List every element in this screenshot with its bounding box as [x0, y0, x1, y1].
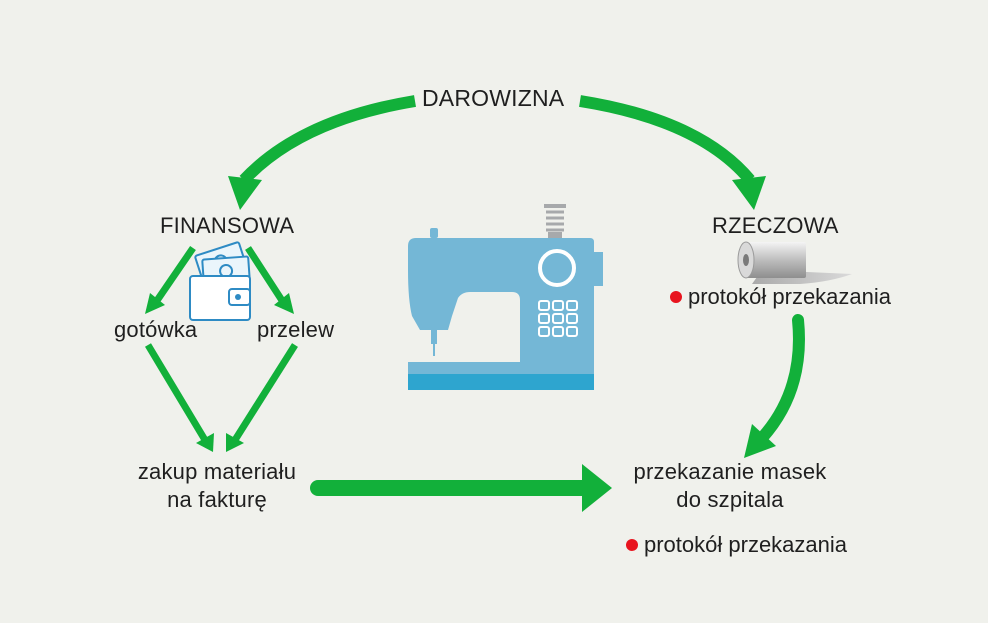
handover-protocol-text: protokół przekazania: [644, 532, 848, 557]
arrow-financial-to-transfer: [245, 246, 286, 304]
node-purchase-line2: na fakturę: [167, 487, 267, 512]
bullet-dot: [670, 291, 682, 303]
material-protocol-text: protokół przekazania: [688, 284, 892, 309]
bullet-dot: [626, 539, 638, 551]
node-cash: gotówka: [114, 317, 198, 342]
node-material: RZECZOWA: [712, 213, 839, 238]
material-protocol-item: protokół przekazania: [670, 284, 891, 310]
arrow-transfer-to-purchase: [232, 343, 298, 442]
node-transfer: przelew: [257, 317, 335, 342]
node-handover: przekazanie masek do szpitala: [626, 458, 834, 514]
node-handover-line1: przekazanie masek: [633, 459, 827, 484]
arrow-cash-to-purchase: [144, 343, 209, 442]
arrow-financial-to-cash: [153, 246, 196, 304]
node-root: DAROWIZNA: [422, 85, 565, 111]
node-handover-line2: do szpitala: [676, 487, 784, 512]
node-purchase-line1: zakup materiału: [137, 459, 297, 484]
node-purchase: zakup materiału na fakturę: [124, 458, 310, 514]
arrow-root-to-material: [579, 95, 755, 184]
handover-protocol-item: protokół przekazania: [626, 532, 847, 558]
node-financial: FINANSOWA: [160, 213, 295, 238]
arrow-root-to-financial: [239, 95, 416, 185]
arrow-material-to-handover: [756, 314, 805, 444]
